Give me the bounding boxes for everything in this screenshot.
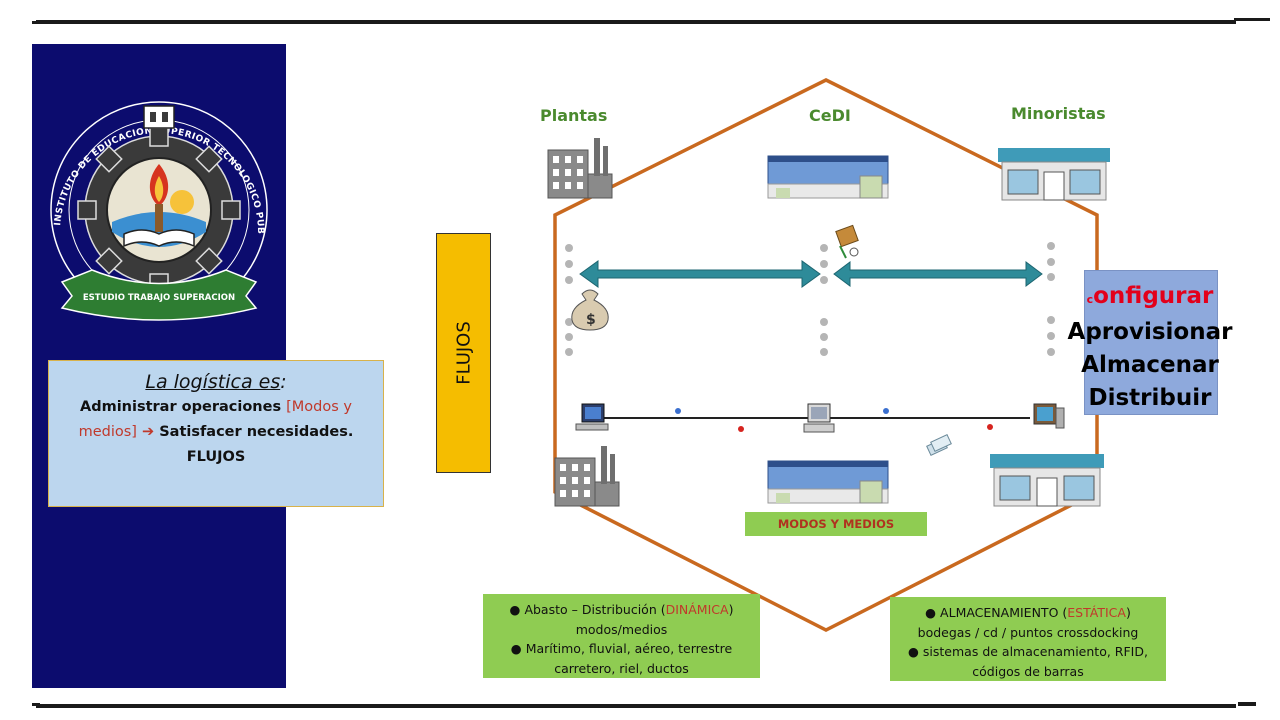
info-text: Abasto – Distribución ( bbox=[520, 602, 666, 617]
info-box-estatica-line4: códigos de barras bbox=[972, 663, 1084, 679]
money-bag-icon: $ bbox=[571, 289, 609, 331]
dotted-columns bbox=[565, 242, 1055, 356]
process-configurar-text: onfigurar bbox=[1093, 283, 1214, 309]
info-text: ALMACENAMIENTO ( bbox=[936, 605, 1068, 620]
definition-text-c: Satisfacer necesidades. bbox=[154, 424, 354, 440]
definition-title-colon: : bbox=[280, 371, 287, 393]
info-text-dinamica: DINÁMICA bbox=[665, 602, 729, 617]
process-configurar-c: c bbox=[1086, 293, 1094, 306]
bottom-rule-stub-left bbox=[32, 703, 40, 706]
definition-text-a: Administrar operaciones bbox=[79, 399, 287, 415]
bullet-icon: ● bbox=[908, 644, 919, 659]
info-box-estatica-line1: ● ALMACENAMIENTO (ESTÁTICA) bbox=[890, 603, 1166, 623]
institution-logo: INSTITUTO DE EDUCACION SUPERIOR TECNOLOG… bbox=[32, 82, 268, 321]
document-icon bbox=[926, 434, 952, 456]
factory-icon bbox=[554, 446, 620, 507]
definition-box: La logística es: Administrar operaciones… bbox=[48, 360, 384, 507]
top-rule-stub-left bbox=[32, 21, 40, 24]
computer-icon bbox=[575, 403, 609, 431]
warehouse-icon bbox=[767, 155, 889, 199]
info-box-estatica-line3: ● sistemas de almacenamiento, RFID, bbox=[890, 642, 1166, 662]
node-label-minoristas: Minoristas bbox=[1011, 104, 1106, 123]
computer-icon bbox=[1033, 403, 1065, 429]
info-text: ) bbox=[1125, 605, 1131, 620]
node-label-cedi: CeDI bbox=[809, 106, 851, 125]
modos-medios-label: MODOS Y MEDIOS bbox=[745, 512, 927, 536]
factory-icon bbox=[547, 138, 613, 199]
info-box-dinamica-line3: ● Marítimo, fluvial, aéreo, terrestre bbox=[483, 639, 760, 659]
info-box-dinamica-line1: ● Abasto – Distribución (DINÁMICA) bbox=[483, 600, 760, 620]
info-box-dinamica: ● Abasto – Distribución (DINÁMICA) modos… bbox=[483, 594, 760, 678]
node-label-plantas: Plantas bbox=[540, 106, 608, 125]
arrow-right-icon: ➔ bbox=[142, 424, 155, 440]
hexagon-outline bbox=[553, 78, 1099, 632]
definition-title: La logística es: bbox=[49, 371, 383, 393]
bottom-rule-stub-right bbox=[1238, 702, 1256, 706]
bullet-icon: ● bbox=[925, 605, 937, 620]
process-almacenar: Almacenar bbox=[1081, 352, 1219, 378]
process-distribuir: Distribuir bbox=[1088, 385, 1212, 411]
info-text: Marítimo, fluvial, aéreo, terrestre bbox=[521, 641, 733, 656]
info-box-dinamica-line4: carretero, riel, ductos bbox=[554, 660, 689, 676]
bullet-icon: ● bbox=[509, 602, 521, 617]
flow-arrow-right bbox=[833, 261, 1043, 287]
computer-icon bbox=[803, 403, 835, 433]
package-icon bbox=[835, 224, 859, 259]
process-list: configurar Aprovisionar Almacenar Distri… bbox=[1050, 280, 1250, 415]
definition-text-modos: [Modos y medios] bbox=[78, 399, 352, 440]
process-configurar: configurar bbox=[1050, 280, 1250, 316]
flujos-bar: FLUJOS bbox=[436, 233, 491, 473]
svg-text:$: $ bbox=[586, 312, 596, 328]
flow-arrow-left bbox=[579, 260, 821, 288]
logo-ribbon-text: ESTUDIO TRABAJO SUPERACION bbox=[83, 293, 235, 303]
info-box-estatica: ● ALMACENAMIENTO (ESTÁTICA) bodegas / cd… bbox=[890, 597, 1166, 681]
definition-title-text: La logística es bbox=[145, 371, 281, 393]
definition-text-flujos: FLUJOS bbox=[186, 449, 246, 465]
process-box bbox=[1084, 270, 1218, 415]
info-text: ) bbox=[728, 602, 734, 617]
bottom-rule bbox=[36, 704, 1236, 708]
info-box-estatica-line2: bodegas / cd / puntos crossdocking bbox=[917, 624, 1139, 640]
store-icon bbox=[998, 148, 1110, 201]
store-icon bbox=[990, 454, 1104, 507]
top-rule-stub-right bbox=[1234, 18, 1270, 21]
info-box-dinamica-line2: modos/medios bbox=[575, 621, 668, 637]
definition-body: Administrar operaciones [Modos y medios]… bbox=[49, 395, 383, 470]
process-aprovisionar: Aprovisionar bbox=[1067, 319, 1233, 345]
warehouse-icon bbox=[767, 460, 889, 504]
info-text-estatica: ESTÁTICA bbox=[1067, 605, 1126, 620]
bullet-icon: ● bbox=[510, 641, 522, 656]
top-rule bbox=[36, 20, 1236, 24]
info-text: sistemas de almacenamiento, RFID, bbox=[918, 644, 1148, 659]
